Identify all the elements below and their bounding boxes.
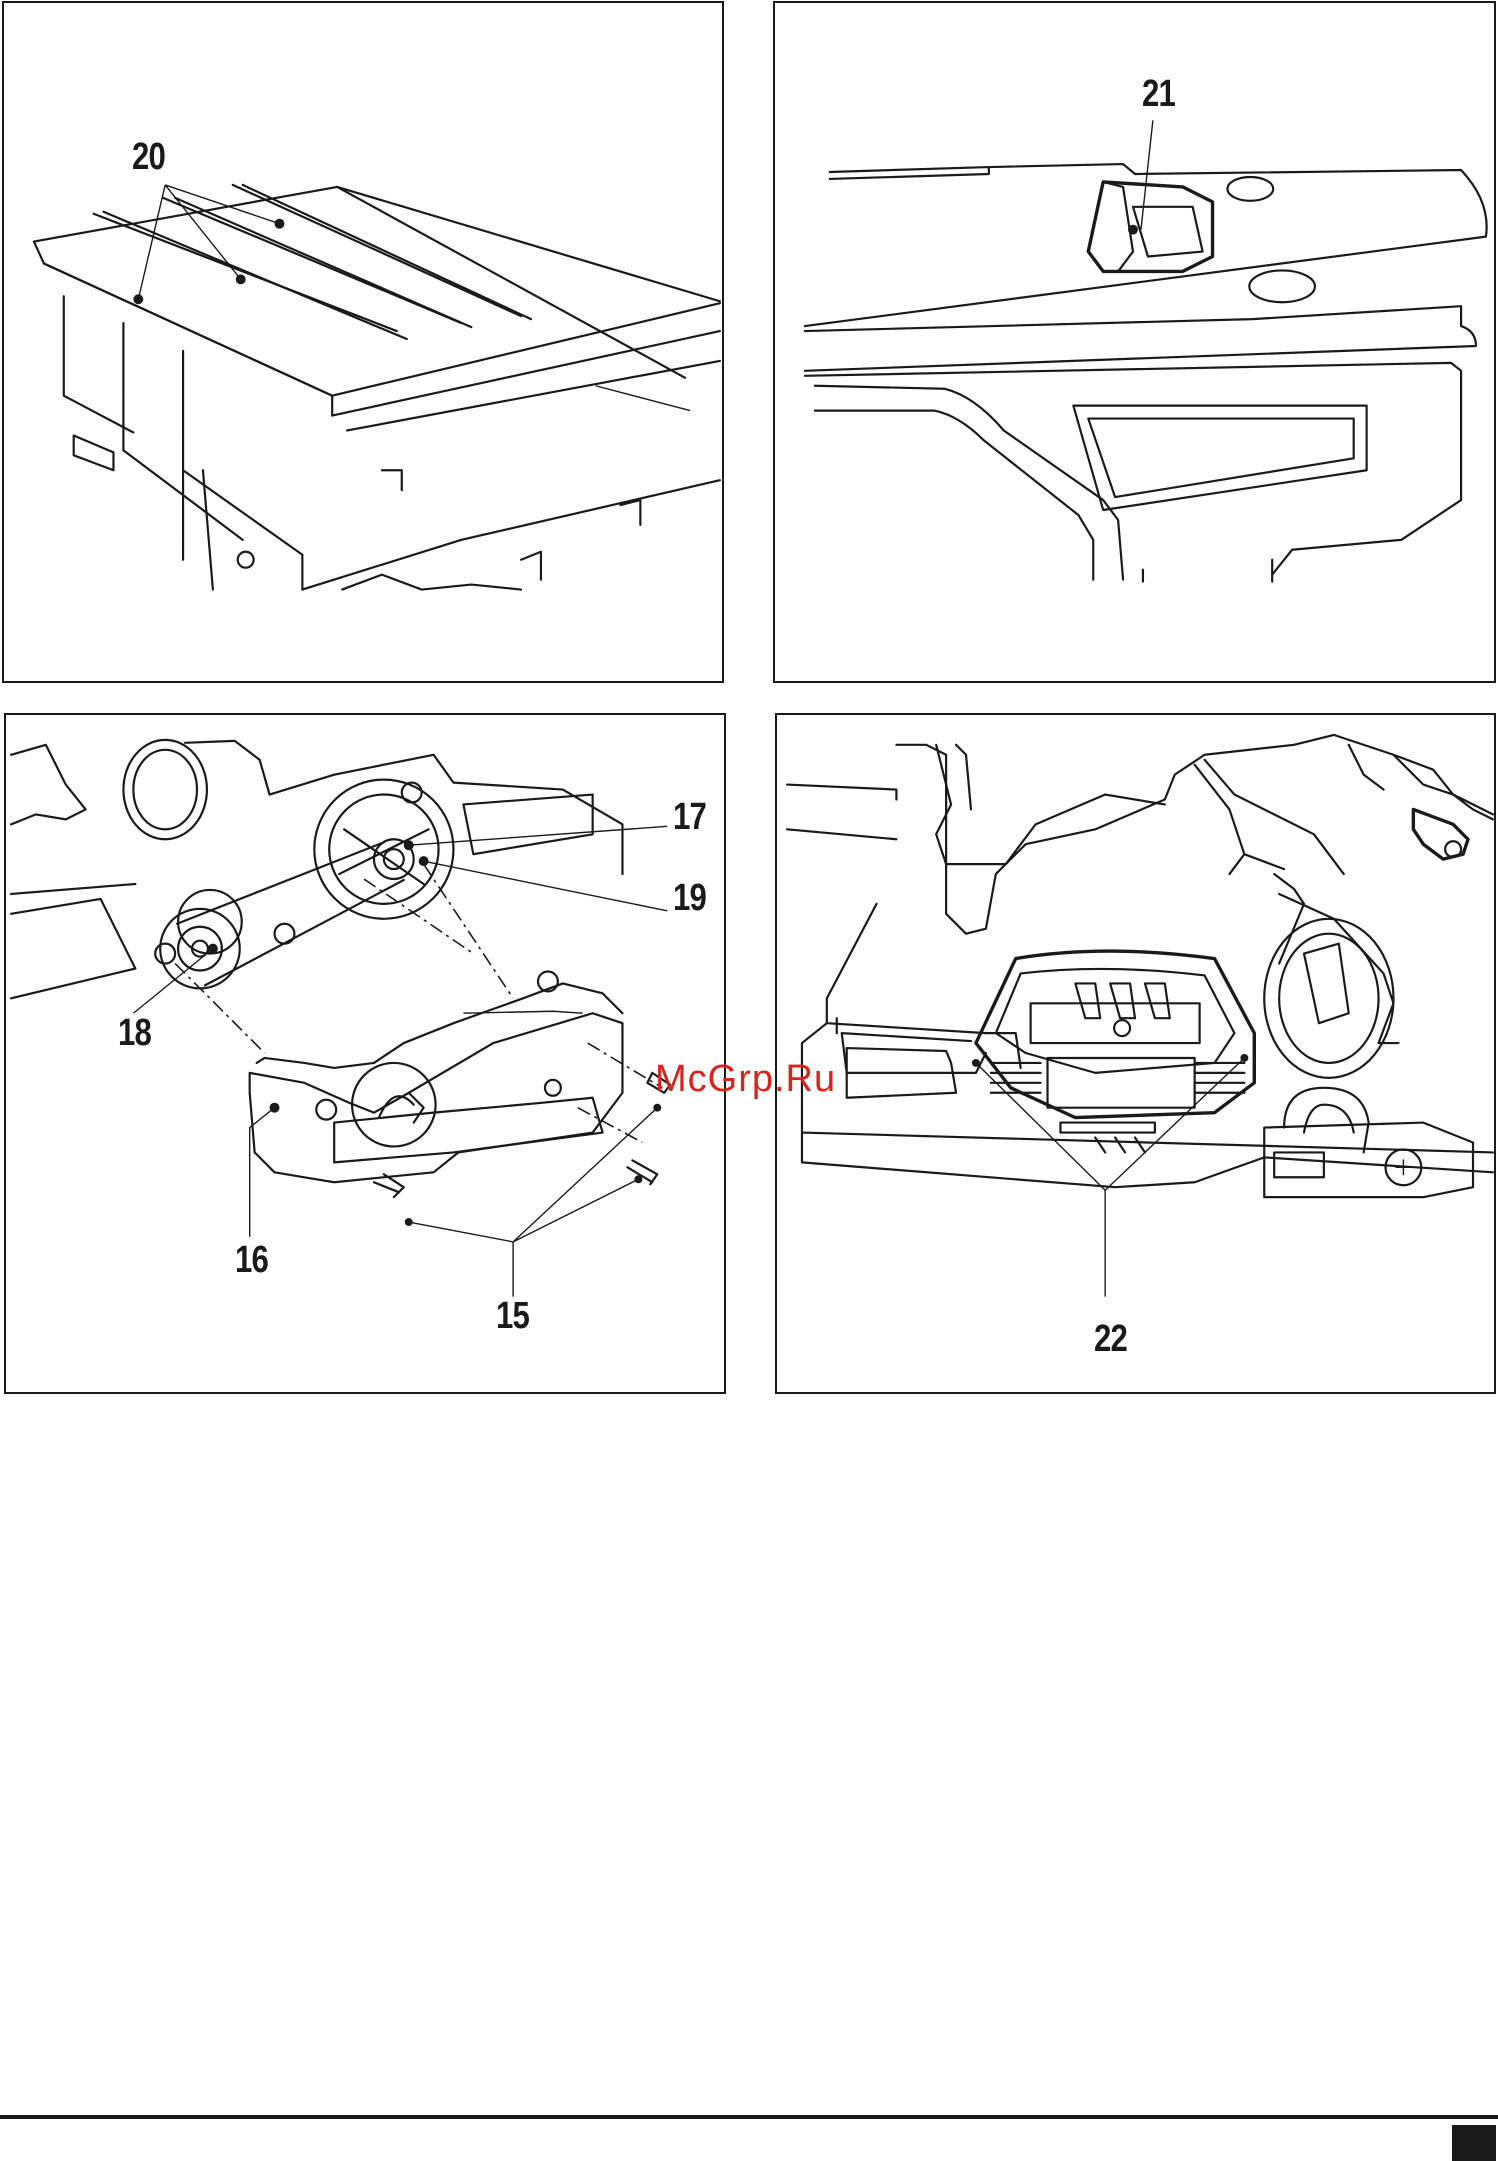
callout-16: 16 xyxy=(235,1239,268,1282)
callout-17: 17 xyxy=(673,796,706,839)
belt-cover-illustration xyxy=(6,715,724,1392)
callout-22: 22 xyxy=(1094,1318,1127,1361)
callout-21: 21 xyxy=(1142,73,1175,116)
callout-20: 20 xyxy=(132,136,165,179)
page-number-box xyxy=(1452,2125,1496,2161)
callout-18: 18 xyxy=(118,1012,151,1055)
callout-15: 15 xyxy=(496,1295,529,1338)
figure-panel-a: 20 xyxy=(2,1,724,683)
watermark-text: McGrp.Ru xyxy=(655,1058,836,1101)
brush-cap-illustration xyxy=(777,715,1494,1392)
callout-19: 19 xyxy=(673,877,706,920)
figure-panel-b: 21 xyxy=(773,1,1496,683)
latch-illustration xyxy=(775,3,1494,681)
figure-panel-d: 22 xyxy=(775,713,1496,1394)
figure-panel-c: 17 19 18 16 15 xyxy=(4,713,726,1394)
planer-base-illustration xyxy=(4,3,722,681)
footer-rule xyxy=(0,2115,1498,2119)
